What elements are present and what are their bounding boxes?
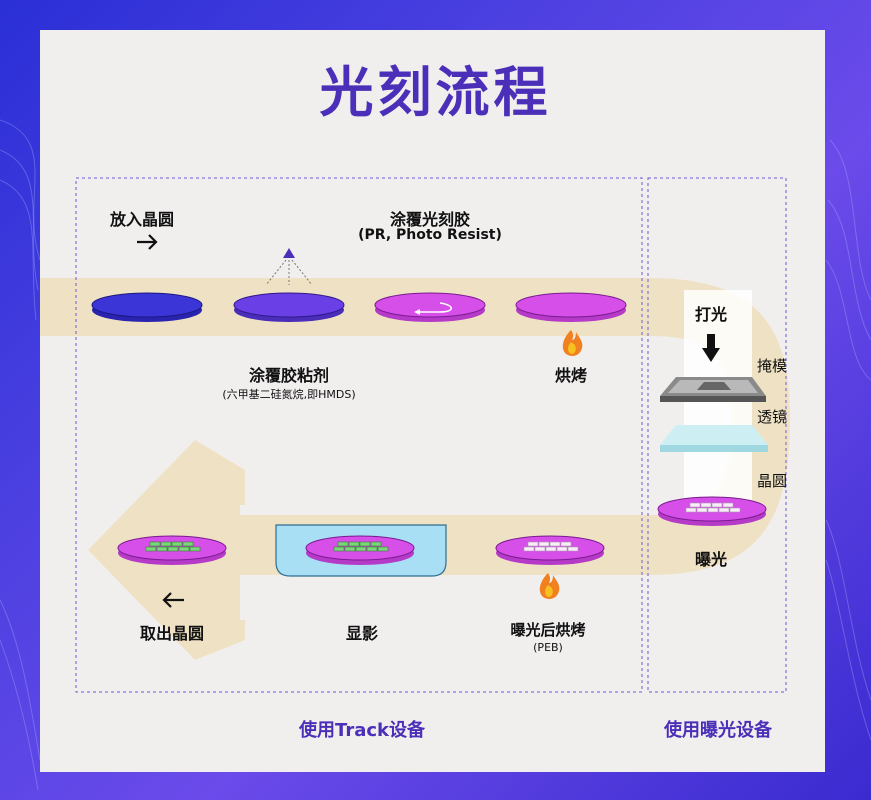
footer-track-equipment: 使用Track设备 xyxy=(299,720,425,741)
label-unload-wafer: 取出晶圆 xyxy=(139,624,205,643)
wafer-adhesive-coated xyxy=(233,292,345,322)
peb-flame-icon xyxy=(539,573,560,599)
exposure-equipment-region xyxy=(647,177,787,693)
wafer-exposed xyxy=(657,496,767,526)
label-mask: 掩模 xyxy=(757,357,788,375)
label-coat-adhesive-sub: (六甲基二硅氮烷,即HMDS) xyxy=(222,388,356,401)
footer-exposure-equipment: 使用曝光设备 xyxy=(664,720,772,741)
track-equipment-region xyxy=(75,177,643,693)
wafer-resist-spin-coated xyxy=(374,292,486,322)
label-develop: 显影 xyxy=(345,624,379,643)
lens xyxy=(660,425,768,452)
label-load-wafer: 放入晶圆 xyxy=(110,210,175,229)
load-arrow-icon xyxy=(137,234,158,250)
label-coat-resist: 涂覆光刻胶 xyxy=(389,210,471,229)
label-peb-sub: (PEB) xyxy=(533,641,563,654)
bake-flame-icon xyxy=(562,330,583,356)
label-peb: 曝光后烘烤 xyxy=(510,621,586,639)
unload-arrow-icon xyxy=(162,592,184,608)
wafer-post-exposure-baked xyxy=(495,535,605,565)
label-light: 打光 xyxy=(694,305,728,324)
label-expose: 曝光 xyxy=(694,550,728,569)
label-lens: 透镜 xyxy=(757,408,788,426)
page-title: 光刻流程 xyxy=(319,61,552,124)
wafer-loaded xyxy=(91,292,203,322)
label-coat-adhesive: 涂覆胶粘剂 xyxy=(248,366,330,385)
wafer-baked xyxy=(515,292,627,322)
photomask xyxy=(660,377,766,402)
label-bake: 烘烤 xyxy=(554,366,588,385)
label-wafer: 晶圆 xyxy=(757,472,788,490)
wafer-developed xyxy=(305,535,415,565)
label-coat-resist-sub: (PR, Photo Resist) xyxy=(358,227,502,243)
adhesive-spray-nozzle xyxy=(265,248,313,286)
wafer-unloaded xyxy=(117,535,227,565)
light-down-arrow-icon xyxy=(702,334,720,362)
